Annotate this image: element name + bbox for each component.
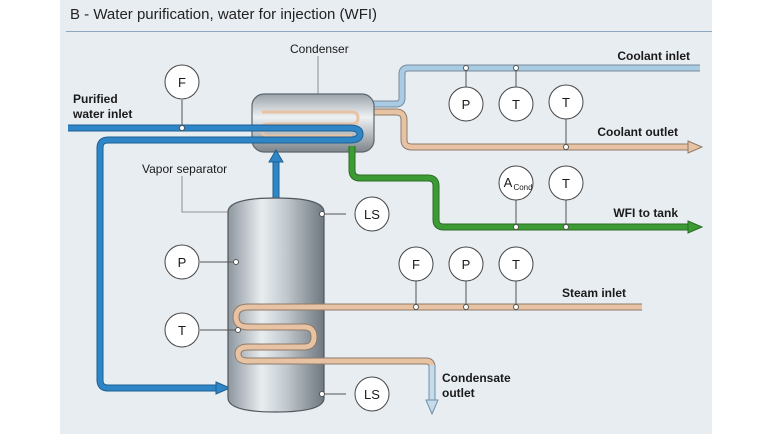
coolant-inlet-line <box>372 64 700 108</box>
temp-indicator-steam <box>498 246 534 282</box>
vapor-separator-label: Vapor separator <box>142 162 227 176</box>
conductivity-analyzer-label: A <box>504 175 513 190</box>
flow-indicator-purified-label: F <box>178 75 186 90</box>
pressure-indicator-steam-label: P <box>462 257 471 272</box>
wfi-to-tank-label: WFI to tank <box>613 206 678 220</box>
level-switch-bottom <box>354 376 390 412</box>
vapor-arrow <box>268 149 284 163</box>
condensate-outlet-label-line2: outlet <box>442 386 475 400</box>
temp-indicator-steam-label: T <box>512 257 520 272</box>
title-divider <box>66 31 712 32</box>
pressure-indicator-coolant-label: P <box>462 97 471 112</box>
diagram-title: B - Water purification, water for inject… <box>70 6 378 23</box>
pressure-indicator-steam <box>448 246 484 282</box>
temp-indicator-wfi <box>548 165 584 201</box>
flow-indicator-steam <box>398 246 434 282</box>
level-switch-top <box>354 196 390 232</box>
steam-inlet-label: Steam inlet <box>562 286 626 300</box>
condensate-arrow <box>425 399 439 416</box>
pressure-indicator-coolant <box>448 86 484 122</box>
temp-indicator-coolant-in <box>498 86 534 122</box>
temp-indicator-separator <box>164 312 200 348</box>
level-switch-top-label: LS <box>364 207 380 222</box>
purified-water-inlet-label-line2: water inlet <box>72 107 132 121</box>
purified-water-inlet-label-line1: Purified <box>73 92 118 106</box>
temp-indicator-wfi-label: T <box>562 176 570 191</box>
coolant-outlet-label: Coolant outlet <box>597 125 678 139</box>
temp-indicator-separator-label: T <box>178 323 186 338</box>
wfi-arrow <box>687 220 704 234</box>
condenser-label: Condenser <box>290 42 349 56</box>
coolant-outlet-arrow <box>687 140 704 154</box>
coolant-inlet-label: Coolant inlet <box>617 49 690 63</box>
purified-water-arrow <box>215 381 232 395</box>
flow-indicator-purified <box>164 64 200 100</box>
pressure-indicator-separator <box>164 244 200 280</box>
temp-indicator-coolant-in-label: T <box>512 97 520 112</box>
pressure-indicator-separator-label: P <box>178 255 187 270</box>
conductivity-analyzer-sublabel: Cond <box>513 183 532 192</box>
temp-indicator-coolant-out-label: T <box>562 95 570 110</box>
flow-indicator-steam-label: F <box>412 257 420 272</box>
conductivity-analyzer <box>498 165 534 201</box>
condensate-outlet-label-line1: Condensate <box>442 371 511 385</box>
level-switch-bottom-label: LS <box>364 387 380 402</box>
temp-indicator-coolant-out <box>548 84 584 120</box>
